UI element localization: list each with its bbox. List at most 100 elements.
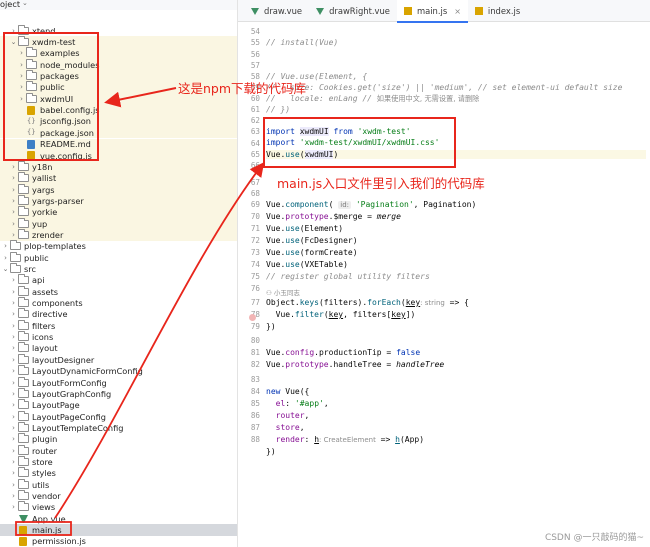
chevron-right-icon[interactable]: › <box>20 83 23 92</box>
tab-drawright-vue[interactable]: drawRight.vue <box>309 0 397 22</box>
chevron-right-icon[interactable]: › <box>20 60 23 69</box>
folder-icon <box>18 183 29 194</box>
tree-item-label: styles <box>32 468 56 479</box>
tree-item-router[interactable]: ›router <box>0 444 237 456</box>
tree-item-label: vue.config.js <box>40 150 92 161</box>
tree-item-store[interactable]: ›store <box>0 455 237 467</box>
tree-item-layoutpage[interactable]: ›LayoutPage <box>0 399 237 411</box>
chevron-right-icon[interactable]: › <box>12 321 15 330</box>
tree-item-public[interactable]: › public <box>0 251 237 263</box>
tree-item-yargs[interactable]: ›yargs <box>0 183 237 196</box>
tree-item-views[interactable]: ›views <box>0 501 237 513</box>
chevron-right-icon[interactable]: › <box>12 503 15 512</box>
tree-item-layoutgraphconfig[interactable]: ›LayoutGraphConfig <box>0 387 237 399</box>
chevron-right-icon[interactable]: › <box>12 401 15 410</box>
tree-item-app-vue[interactable]: App.vue <box>0 513 237 524</box>
json-file-icon: {} <box>27 116 36 125</box>
chevron-right-icon[interactable]: › <box>12 423 15 432</box>
chevron-right-icon[interactable]: › <box>12 196 15 205</box>
tree-item-src[interactable]: ⌄src <box>0 263 237 274</box>
tree-item-packages[interactable]: ›packages <box>0 70 237 82</box>
tree-item-layoutdynamicformconfig[interactable]: ›LayoutDynamicFormConfig <box>0 365 237 377</box>
tree-item-components[interactable]: ›components <box>0 297 237 308</box>
chevron-down-icon[interactable]: ⌄ <box>10 38 17 47</box>
chevron-right-icon[interactable]: › <box>12 355 15 364</box>
tree-item-label: public <box>24 252 49 263</box>
tree-item-vue-config-js[interactable]: vue.config.js <box>0 149 237 162</box>
tree-item-yorkie[interactable]: ›yorkie <box>0 206 237 218</box>
chevron-right-icon[interactable]: › <box>12 174 15 183</box>
chevron-right-icon[interactable]: › <box>12 287 15 296</box>
tree-item-api[interactable]: ›api <box>0 274 237 286</box>
chevron-right-icon[interactable]: › <box>12 412 15 421</box>
tree-item-readme-md[interactable]: README.md <box>0 138 237 150</box>
tree-item-yup[interactable]: ›yup <box>0 217 237 230</box>
tree-item-package-json[interactable]: {}package.json <box>0 127 237 139</box>
tree-item-y18n[interactable]: ›y18n <box>0 160 237 173</box>
tree-item-xwdm-test[interactable]: ⌄xwdm-test <box>0 36 237 48</box>
close-icon[interactable]: × <box>454 6 461 16</box>
chevron-right-icon[interactable]: › <box>20 94 23 103</box>
tree-item-xtend[interactable]: ›xtend <box>0 24 237 36</box>
tree-item-filters[interactable]: ›filters <box>0 319 237 331</box>
tree-item-yargs-parser[interactable]: ›yargs-parser <box>0 194 237 207</box>
chevron-right-icon[interactable]: › <box>12 299 15 308</box>
chevron-right-icon[interactable]: › <box>12 435 15 444</box>
chevron-right-icon[interactable]: › <box>12 219 15 228</box>
tree-item-zrender[interactable]: ›zrender <box>0 228 237 241</box>
chevron-right-icon[interactable]: › <box>12 480 15 489</box>
chevron-right-icon[interactable]: › <box>12 276 15 285</box>
chevron-right-icon[interactable]: › <box>12 378 15 387</box>
tree-item-layoutformconfig[interactable]: ›LayoutFormConfig <box>0 376 237 388</box>
chevron-right-icon[interactable]: › <box>12 389 15 398</box>
folder-icon <box>18 490 29 501</box>
chevron-right-icon[interactable]: › <box>12 333 15 342</box>
tree-item-layout[interactable]: ›layout <box>0 342 237 354</box>
tab-index-js[interactable]: index.js <box>468 0 527 22</box>
chevron-right-icon[interactable]: › <box>12 446 15 455</box>
tree-item-vendor[interactable]: ›vendor <box>0 490 237 501</box>
chevron-down-icon[interactable]: ⌄ <box>2 265 9 274</box>
tree-item-utils[interactable]: ›utils <box>0 478 237 490</box>
folder-icon <box>18 365 29 376</box>
chevron-right-icon[interactable]: › <box>12 492 15 501</box>
line-number: 56 <box>250 50 260 59</box>
tree-item-jsconfig-json[interactable]: {}jsconfig.json <box>0 115 237 128</box>
chevron-right-icon[interactable]: › <box>12 457 15 466</box>
chevron-right-icon[interactable]: › <box>12 208 15 217</box>
code-line: Vue.prototype.$merge = merge <box>266 212 401 221</box>
tree-item-layoutpageconfig[interactable]: ›LayoutPageConfig <box>0 410 237 422</box>
chevron-right-icon[interactable]: › <box>4 253 7 262</box>
chevron-right-icon[interactable]: › <box>12 230 15 239</box>
chevron-right-icon[interactable]: › <box>12 367 15 376</box>
tree-item-layoutdesigner[interactable]: ›layoutDesigner <box>0 353 237 365</box>
tab-draw-vue[interactable]: draw.vue <box>244 0 309 22</box>
tree-item-assets[interactable]: ›assets <box>0 285 237 297</box>
tree-item-icons[interactable]: ›icons <box>0 331 237 342</box>
tree-item-styles[interactable]: › styles <box>0 467 237 479</box>
tree-item-label: README.md <box>40 139 91 150</box>
tree-item-directive[interactable]: ›directive <box>0 308 237 320</box>
chevron-right-icon[interactable]: › <box>12 469 15 478</box>
breakpoint-icon[interactable] <box>249 314 256 321</box>
tree-item-plugin[interactable]: ›plugin <box>0 433 237 445</box>
chevron-right-icon[interactable]: › <box>4 242 7 251</box>
tree-item-yallist[interactable]: ›yallist <box>0 172 237 184</box>
tree-item-permission-js[interactable]: permission.js <box>0 536 237 547</box>
tab-main-js[interactable]: main.js× <box>396 0 468 23</box>
chevron-down-icon[interactable]: ⌄ <box>22 0 28 7</box>
tree-item-label: public <box>40 82 65 93</box>
tree-item-main-js[interactable]: main.js <box>0 524 237 536</box>
tree-item-node-modules[interactable]: ›node_modules <box>0 58 237 71</box>
tree-item-layouttemplateconfig[interactable]: ›LayoutTemplateConfig <box>0 421 237 433</box>
chevron-right-icon[interactable]: › <box>12 344 15 353</box>
chevron-right-icon[interactable]: › <box>12 185 15 194</box>
tree-item-babel-config-js[interactable]: babel.config.js <box>0 104 237 116</box>
tree-item-examples[interactable]: ›examples <box>0 47 237 60</box>
chevron-right-icon[interactable]: › <box>20 72 23 81</box>
chevron-right-icon[interactable]: › <box>12 162 15 171</box>
tree-item-plop-templates[interactable]: ›plop-templates <box>0 240 237 252</box>
chevron-right-icon[interactable]: › <box>12 310 15 319</box>
chevron-right-icon[interactable]: › <box>12 26 15 35</box>
chevron-right-icon[interactable]: › <box>20 49 23 58</box>
